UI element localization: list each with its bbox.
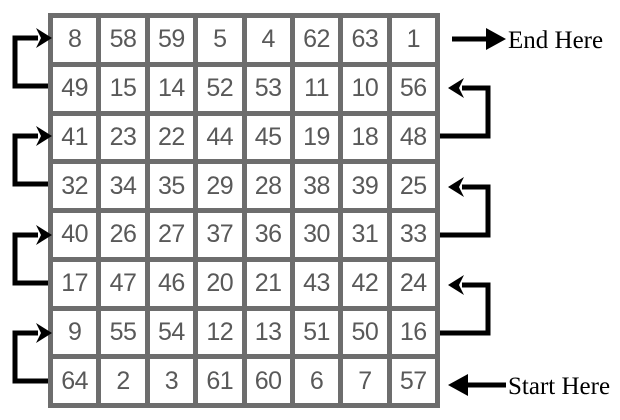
grid-cell: 17 (53, 261, 97, 306)
arrow-right-icon (452, 28, 506, 50)
grid-cell: 5 (198, 18, 242, 62)
grid-cell: 30 (294, 213, 339, 257)
grid-cell: 9 (53, 310, 97, 355)
u-turn-left-icon (12, 225, 52, 286)
grid-cell: 25 (391, 164, 435, 208)
grid-cell: 1 (391, 18, 435, 62)
grid-cell: 29 (198, 164, 242, 208)
start-here-label: Start Here (508, 373, 611, 400)
number-grid: 8 58 59 5 4 62 63 1 49 15 14 52 53 11 10… (48, 13, 440, 408)
grid-cell: 47 (101, 261, 145, 306)
grid-cell: 26 (101, 213, 145, 257)
grid-cell: 48 (391, 115, 435, 160)
arrow-left-icon (448, 374, 506, 396)
grid-cell: 53 (246, 66, 290, 111)
grid-cell: 59 (149, 18, 194, 62)
u-turn-left-icon (12, 28, 52, 89)
grid-cell: 2 (101, 359, 145, 403)
grid-cell: 42 (343, 261, 387, 306)
grid-cell: 32 (53, 164, 97, 208)
grid-cell: 44 (198, 115, 242, 160)
grid-cell: 35 (149, 164, 194, 208)
grid-cell: 38 (294, 164, 339, 208)
grid-cell: 49 (53, 66, 97, 111)
grid-cell: 3 (149, 359, 194, 403)
grid-cell: 31 (343, 213, 387, 257)
grid-cell: 11 (294, 66, 339, 111)
grid-cell: 8 (53, 18, 97, 62)
grid-cell: 4 (246, 18, 290, 62)
grid-cell: 28 (246, 164, 290, 208)
grid-cell: 54 (149, 310, 194, 355)
grid-cell: 52 (198, 66, 242, 111)
u-turn-right-icon (440, 78, 491, 139)
u-turn-right-icon (440, 177, 491, 238)
grid-cell: 43 (294, 261, 339, 306)
grid-cell: 21 (246, 261, 290, 306)
grid-cell: 37 (198, 213, 242, 257)
grid-cell: 23 (101, 115, 145, 160)
grid-cell: 40 (53, 213, 97, 257)
grid-cell: 64 (53, 359, 97, 403)
grid-cell: 15 (101, 66, 145, 111)
u-turn-left-icon (12, 323, 52, 384)
grid-cell: 19 (294, 115, 339, 160)
grid-cell: 41 (53, 115, 97, 160)
grid-cell: 46 (149, 261, 194, 306)
grid-cell: 61 (198, 359, 242, 403)
grid-cell: 10 (343, 66, 387, 111)
grid-cell: 20 (198, 261, 242, 306)
grid-cell: 58 (101, 18, 145, 62)
grid-cell: 22 (149, 115, 194, 160)
grid-cell: 14 (149, 66, 194, 111)
end-here-label: End Here (508, 27, 604, 54)
grid-cell: 39 (343, 164, 387, 208)
grid-cell: 55 (101, 310, 145, 355)
grid-cell: 60 (246, 359, 290, 403)
grid-cell: 6 (294, 359, 339, 403)
grid-cell: 63 (343, 18, 387, 62)
u-turn-right-icon (440, 275, 491, 336)
grid-cell: 12 (198, 310, 242, 355)
grid-cell: 13 (246, 310, 290, 355)
grid-cell: 51 (294, 310, 339, 355)
grid-cell: 34 (101, 164, 145, 208)
grid-cell: 57 (391, 359, 435, 403)
grid-cell: 33 (391, 213, 435, 257)
grid-cell: 62 (294, 18, 339, 62)
grid-cell: 45 (246, 115, 290, 160)
grid-cell: 27 (149, 213, 194, 257)
grid-cell: 18 (343, 115, 387, 160)
grid-cell: 7 (343, 359, 387, 403)
grid-cell: 36 (246, 213, 290, 257)
u-turn-left-icon (12, 126, 52, 187)
grid-cell: 16 (391, 310, 435, 355)
grid-cell: 56 (391, 66, 435, 111)
grid-cell: 24 (391, 261, 435, 306)
grid-cell: 50 (343, 310, 387, 355)
